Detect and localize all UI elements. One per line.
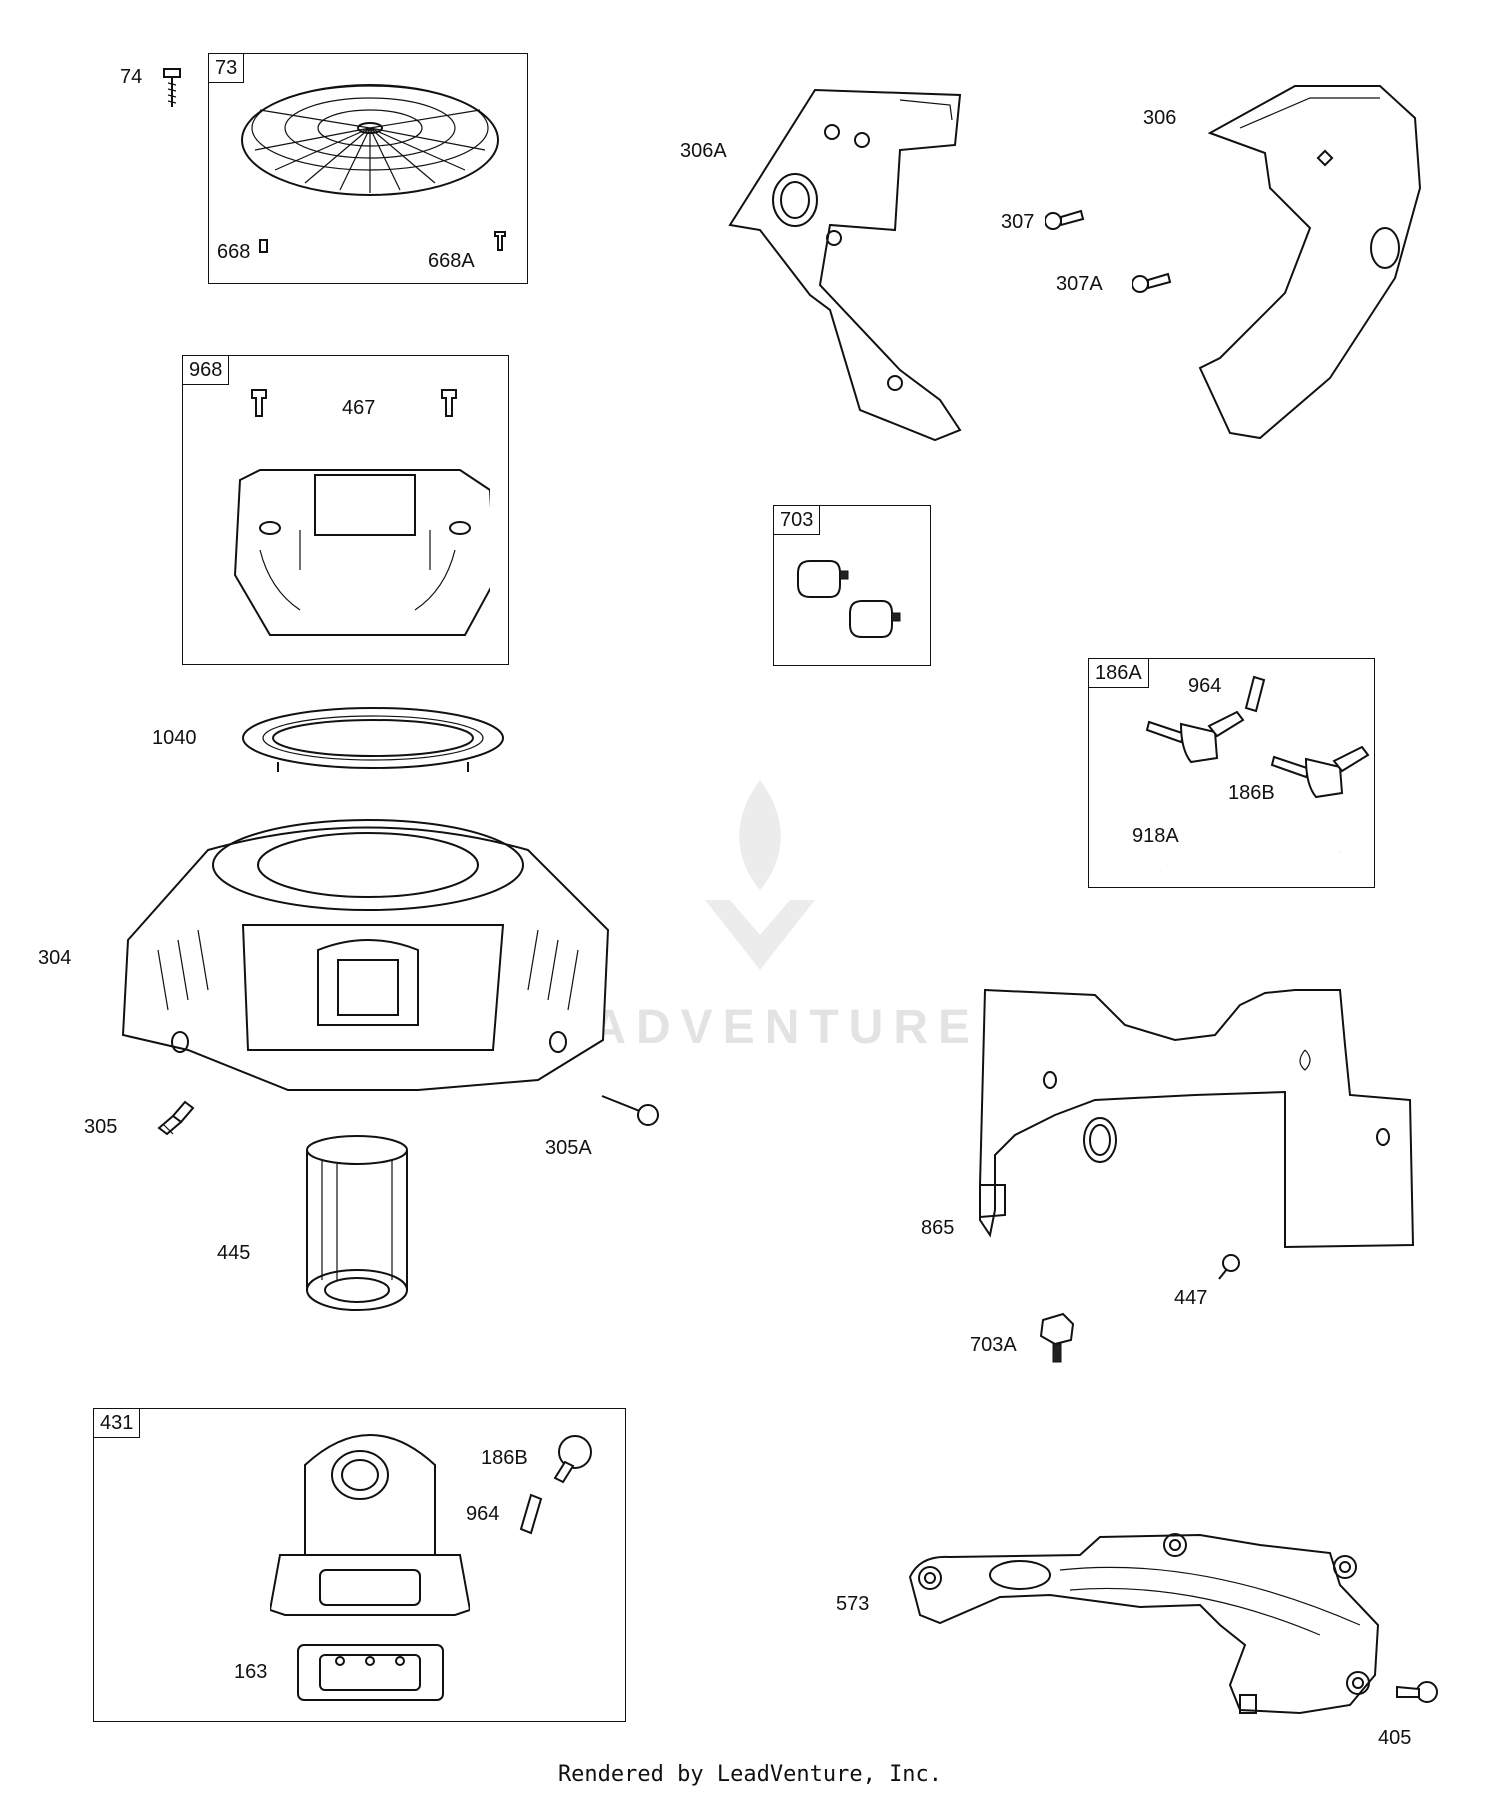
callout-447[interactable]: 447 [1174,1287,1208,1309]
callout-307[interactable]: 307 [1001,211,1035,233]
callout-1040[interactable]: 1040 [152,727,197,749]
callout-163[interactable]: 163 [234,1661,268,1683]
hose-918A-icon[interactable] [1160,830,1350,875]
callout-467[interactable]: 467 [342,397,376,419]
callout-703A[interactable]: 703A [970,1334,1017,1356]
callout-445[interactable]: 445 [217,1242,251,1264]
elbow-186B-icon[interactable] [545,1432,605,1487]
callout-186B[interactable]: 186B [481,1447,528,1469]
rendered-by-footer: Rendered by LeadVenture, Inc. [557,1762,943,1787]
callout-964[interactable]: 964 [1188,675,1222,697]
callout-865[interactable]: 865 [921,1217,955,1239]
callout-307A[interactable]: 307A [1056,273,1103,295]
callout-306[interactable]: 306 [1143,107,1177,129]
shroud-306A-part[interactable] [720,80,980,450]
callout-405[interactable]: 405 [1378,1727,1412,1749]
screw-305A-icon[interactable] [598,1090,662,1130]
screw-307-icon[interactable] [1045,205,1085,235]
shroud-306-part[interactable] [1180,78,1430,448]
callout-918A[interactable]: 918A [1132,825,1179,847]
kit-box-968[interactable] [182,355,509,665]
callout-305[interactable]: 305 [84,1116,118,1138]
blower-housing-304-part[interactable] [118,810,618,1100]
tube-964-icon[interactable] [1240,675,1270,715]
callout-186B[interactable]: 186B [1228,782,1275,804]
kit-box-label: 968 [183,356,230,385]
kit-box-186A[interactable] [1088,658,1375,888]
air-cleaner-base-431-part[interactable] [270,1415,470,1705]
clamp-703A-icon[interactable] [1035,1310,1080,1365]
kit-box-label: 186A [1089,659,1149,688]
fitting-186A-icon[interactable] [1145,710,1255,770]
blower-screen-part[interactable] [230,80,520,260]
kit-box-label: 703 [774,506,821,535]
callout-305A[interactable]: 305A [545,1137,592,1159]
air-cleaner-cover-part[interactable] [230,380,490,650]
air-filter-445-part[interactable] [292,1130,422,1320]
kit-box-73[interactable] [208,53,528,284]
callout-964[interactable]: 964 [466,1503,500,1525]
kit-box-label: 431 [94,1409,141,1438]
callout-668A[interactable]: 668A [428,250,475,272]
screw-447-icon[interactable] [1213,1253,1243,1283]
screw-307A-icon[interactable] [1132,268,1172,298]
backplate-573-part[interactable] [900,1515,1390,1720]
fitting-186B-icon[interactable] [1270,745,1380,805]
baffle-865-part[interactable] [975,985,1425,1255]
clamp-703-icon[interactable] [790,555,920,655]
tube-964-icon[interactable] [515,1493,545,1537]
gasket-1040-part[interactable] [228,700,518,785]
screw-305-icon[interactable] [155,1098,195,1140]
callout-74[interactable]: 74 [120,66,143,88]
screw-405-icon[interactable] [1395,1675,1440,1710]
bolt-74-icon[interactable] [160,65,184,110]
kit-box-703[interactable] [773,505,931,666]
callout-304[interactable]: 304 [38,947,72,969]
callout-668[interactable]: 668 [217,241,251,263]
callout-306A[interactable]: 306A [680,140,727,162]
kit-box-431[interactable] [93,1408,626,1722]
kit-box-label: 73 [209,54,245,83]
callout-573[interactable]: 573 [836,1593,870,1615]
watermark-logo-icon [705,780,815,970]
